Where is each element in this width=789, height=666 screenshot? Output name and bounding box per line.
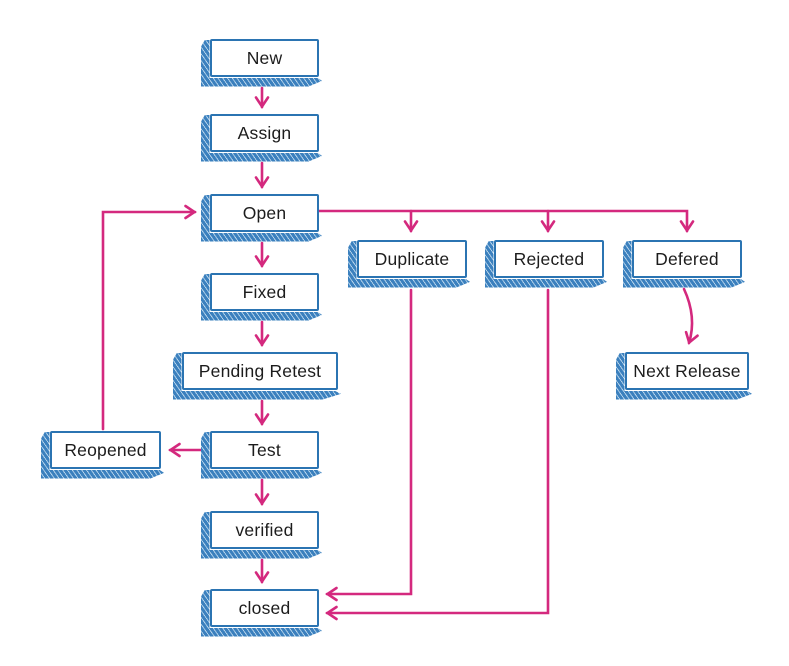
node-new: New bbox=[210, 39, 319, 77]
node-label-new: New bbox=[246, 47, 283, 68]
node-fixed: Fixed bbox=[210, 273, 319, 311]
node-label-next-release: Next Release bbox=[633, 360, 741, 381]
node-duplicate: Duplicate bbox=[357, 240, 467, 278]
node-label-test: Test bbox=[248, 439, 281, 460]
node-label-verified: verified bbox=[235, 519, 294, 540]
edge-open-to-defered bbox=[317, 209, 695, 233]
node-pending-retest: Pending Retest bbox=[182, 352, 338, 390]
node-next-release: Next Release bbox=[625, 352, 749, 390]
node-label-reopened: Reopened bbox=[64, 439, 147, 460]
node-label-rejected: Rejected bbox=[513, 248, 585, 269]
edge-reopened-to-open bbox=[101, 204, 197, 431]
node-verified: verified bbox=[210, 511, 319, 549]
edge-defered-to-next-release bbox=[682, 287, 699, 345]
node-defered: Defered bbox=[632, 240, 742, 278]
node-label-open: Open bbox=[242, 202, 287, 223]
node-label-pending-retest: Pending Retest bbox=[198, 360, 322, 381]
node-label-closed: closed bbox=[238, 597, 291, 618]
edge-duplicate-to-closed bbox=[325, 288, 413, 602]
node-label-duplicate: Duplicate bbox=[374, 248, 450, 269]
node-label-fixed: Fixed bbox=[242, 281, 287, 302]
node-label-defered: Defered bbox=[655, 248, 719, 269]
node-rejected: Rejected bbox=[494, 240, 604, 278]
edge-rejected-to-closed bbox=[325, 288, 550, 621]
node-assign: Assign bbox=[210, 114, 319, 152]
node-reopened: Reopened bbox=[50, 431, 161, 469]
node-label-assign: Assign bbox=[237, 122, 292, 143]
node-open: Open bbox=[210, 194, 319, 232]
node-closed: closed bbox=[210, 589, 319, 627]
node-test: Test bbox=[210, 431, 319, 469]
